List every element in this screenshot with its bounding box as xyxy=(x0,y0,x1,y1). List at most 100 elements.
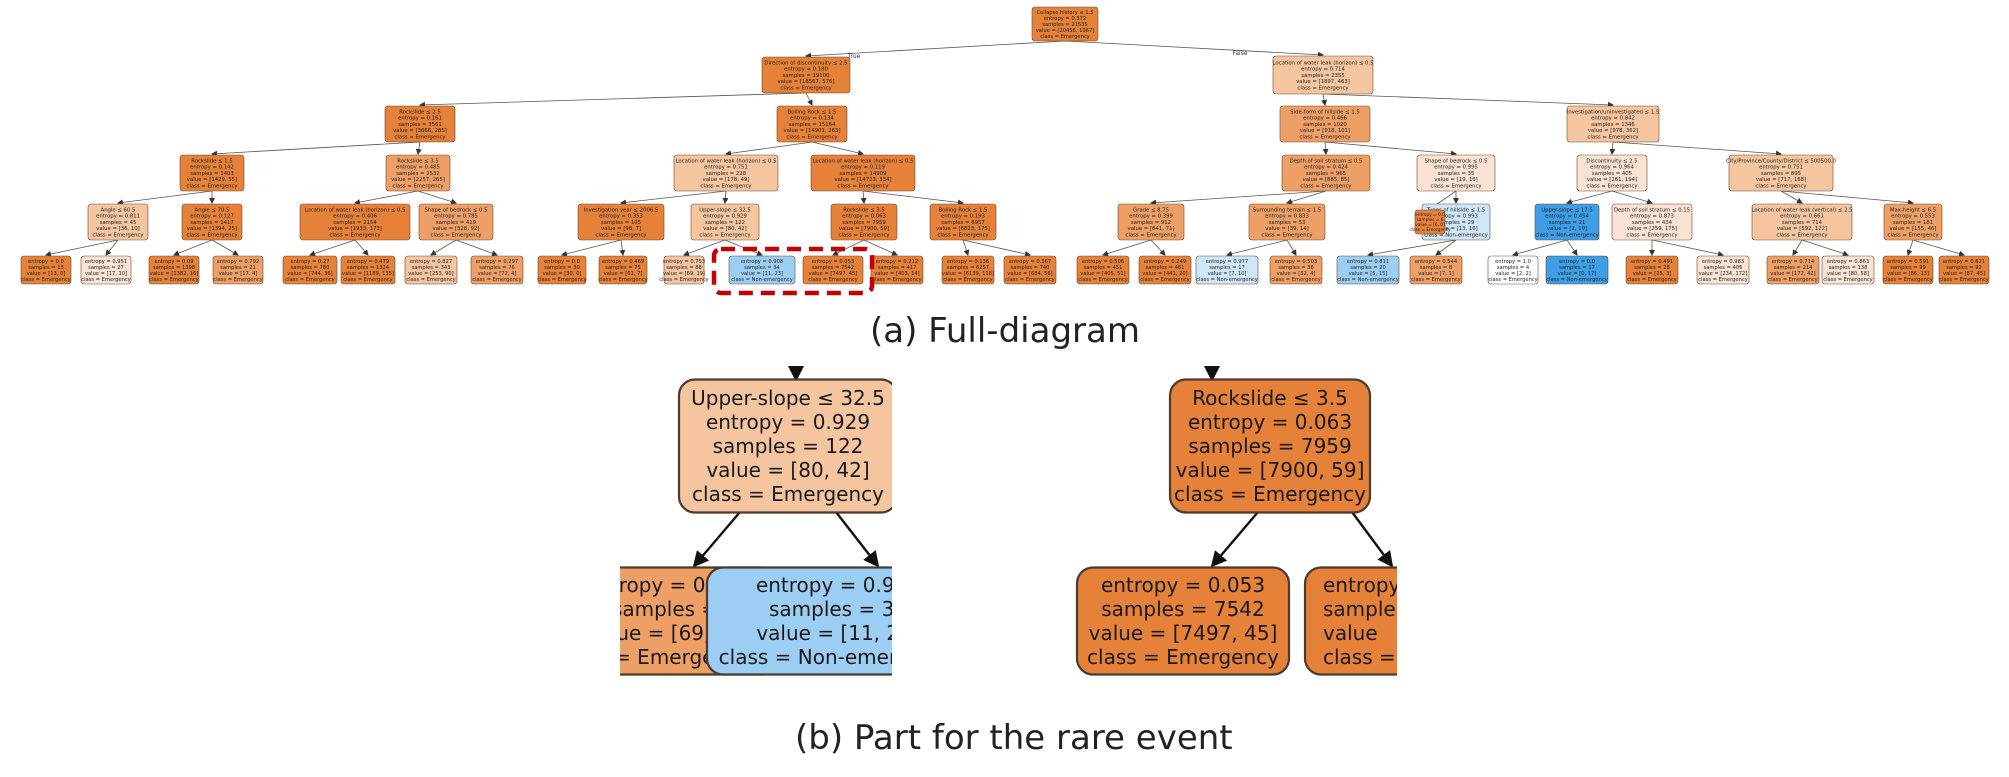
tree-node-text: entropy = 0.993 xyxy=(1434,214,1478,220)
tree-edge xyxy=(620,190,727,206)
tree-node-text: entropy = 0.591 xyxy=(1887,259,1929,265)
tree-node-text: samples = 3561 xyxy=(398,122,442,128)
tree-node-text: class = Emergency xyxy=(149,277,198,283)
tree-node-text: class = Emergency xyxy=(1140,277,1189,283)
tree-node-text: entropy = 0.454 xyxy=(1545,214,1589,220)
tree-node-text: entropy = 0.995 xyxy=(1434,165,1478,171)
tree-node-text: Discontinuity ≤ 2.5 xyxy=(1586,158,1637,164)
tree-node-text: value = [32, 4] xyxy=(1277,271,1316,277)
tree-node-text: samples = 451 xyxy=(1084,265,1123,271)
tree-node-text: entropy = 0.491 xyxy=(1631,259,1673,265)
tree-node-text: value = [7497, 45] xyxy=(809,271,858,277)
tree-node-text: class = Emergency xyxy=(699,232,750,238)
tree-node-text: value = [69, 19] xyxy=(663,271,705,277)
tree-node-text: class = Emergency xyxy=(659,277,708,283)
tree-node-text: class = Emergency xyxy=(285,277,334,283)
tree-node-text: value = [17, 10] xyxy=(85,271,127,277)
tree-node-n17: Location of water leak (horizon) ≤ 0.5en… xyxy=(299,203,411,241)
tree-edge xyxy=(45,239,119,257)
tree-node-text: samples = 1398 xyxy=(153,265,195,271)
tree-node-text: class = Emergency xyxy=(837,183,888,189)
zoom-node-text: class = xyxy=(1323,645,1396,669)
tree-edge xyxy=(417,190,457,205)
zoom-node-text: samples xyxy=(1323,597,1406,621)
tree-node-text: value = [155, 46] xyxy=(1890,226,1937,232)
tree-edge xyxy=(1102,239,1152,257)
tree-node-text: entropy = 0.367 xyxy=(1009,259,1051,265)
caption-rare-event-part: (b) Part for the rare event xyxy=(795,718,1233,758)
tree-node-text: value = [61, 7] xyxy=(604,271,643,277)
tree-node-text: entropy = 0.951 xyxy=(85,259,127,265)
tree-node-text: entropy = 0.466 xyxy=(1303,116,1347,122)
tree-node-text: Location of water leak (horizon) ≤ 0.5 xyxy=(305,207,406,213)
tree-node-text: class = Emergency xyxy=(186,232,237,238)
tree-node-text: Shape of bedrock ≤ 0.5 xyxy=(425,207,488,213)
tree-node-text: value = [20456, 1067] xyxy=(1036,28,1095,34)
tree-node-text: class = Emergency xyxy=(1271,277,1320,283)
tree-node-text: Angle ≤ 70.5 xyxy=(195,207,230,213)
tree-node-text: class = Emergency xyxy=(595,232,646,238)
tree-node-text: value = [328, 92] xyxy=(433,226,480,232)
tree-node-text: value = [98, 7] xyxy=(601,226,641,232)
tree-node-text: Rockslide ≤ 2.5 xyxy=(399,109,440,115)
tree-edge xyxy=(1780,190,1914,206)
tree-node-text: samples = 461 xyxy=(1146,265,1185,271)
tree-node-text: value = [1933, 173] xyxy=(328,226,382,232)
tree-node-text: class = Emergency xyxy=(1626,232,1677,238)
tree-node-text: class = Emergency xyxy=(598,277,647,283)
tree-node-text: entropy = 0.753 xyxy=(663,259,705,265)
tree-node-text: class = Emergency xyxy=(1587,134,1638,140)
tree-node-text: entropy = 0.180 xyxy=(784,67,828,73)
tree-node-text: class = Emergency xyxy=(406,277,455,283)
zoom-node-text: entropy = 0.908 xyxy=(756,573,920,597)
tree-node-text: entropy = 0.249 xyxy=(1144,259,1186,265)
tree-node-text: entropy = 0.053 xyxy=(812,259,854,265)
tree-node-text: samples = 28 xyxy=(1634,265,1670,271)
tree-edge xyxy=(1792,239,1803,256)
tree-node-text: entropy = 0.485 xyxy=(396,165,440,171)
tree-edge xyxy=(1609,141,1616,155)
tree-node-text: Boiling Rock ≤ 1.5 xyxy=(939,207,988,213)
tree-node-text: value = [17, 4] xyxy=(219,271,258,277)
tree-node-text: Investigation year ≤ 2006.5 xyxy=(584,207,659,213)
tree-node-text: value = [178, 49] xyxy=(703,177,750,183)
tree-node-text: value = [592, 122] xyxy=(1777,226,1827,232)
tree-node-text: class = Emergency xyxy=(1409,227,1451,233)
tree-node-text: Rockslide ≤ 3.5 xyxy=(397,158,438,164)
tree-node-text: value = [1394, 25] xyxy=(187,226,237,232)
tree-node-text: samples = 912 xyxy=(1131,220,1171,226)
tree-node-text: entropy = 0.553 xyxy=(1891,214,1935,220)
zoom-node-text: value = [80, 42] xyxy=(706,458,869,482)
tree-edge xyxy=(419,92,807,108)
tree-node-text: samples = 1403 xyxy=(190,171,234,177)
tree-node-text: samples = 45 xyxy=(100,220,137,226)
tree-node-text: class = Non-emergency xyxy=(1196,277,1258,283)
tree-edge xyxy=(211,141,421,157)
zoom-edge xyxy=(692,511,741,568)
tree-node-text: class = Non-emergency xyxy=(1546,277,1608,283)
tree-node-text: value = [13, 16] xyxy=(1434,226,1478,232)
tree-node-text: class = Emergency xyxy=(1261,232,1312,238)
tree-node-text: entropy = 0.503 xyxy=(1275,259,1317,265)
tree-node-text: samples = 36 xyxy=(1278,265,1314,271)
tree-node-text: class = Non-emergency xyxy=(1535,232,1599,238)
tree-node-text: class = Emergency xyxy=(186,183,237,189)
tree-node-text: class = Emergency xyxy=(1300,183,1351,189)
